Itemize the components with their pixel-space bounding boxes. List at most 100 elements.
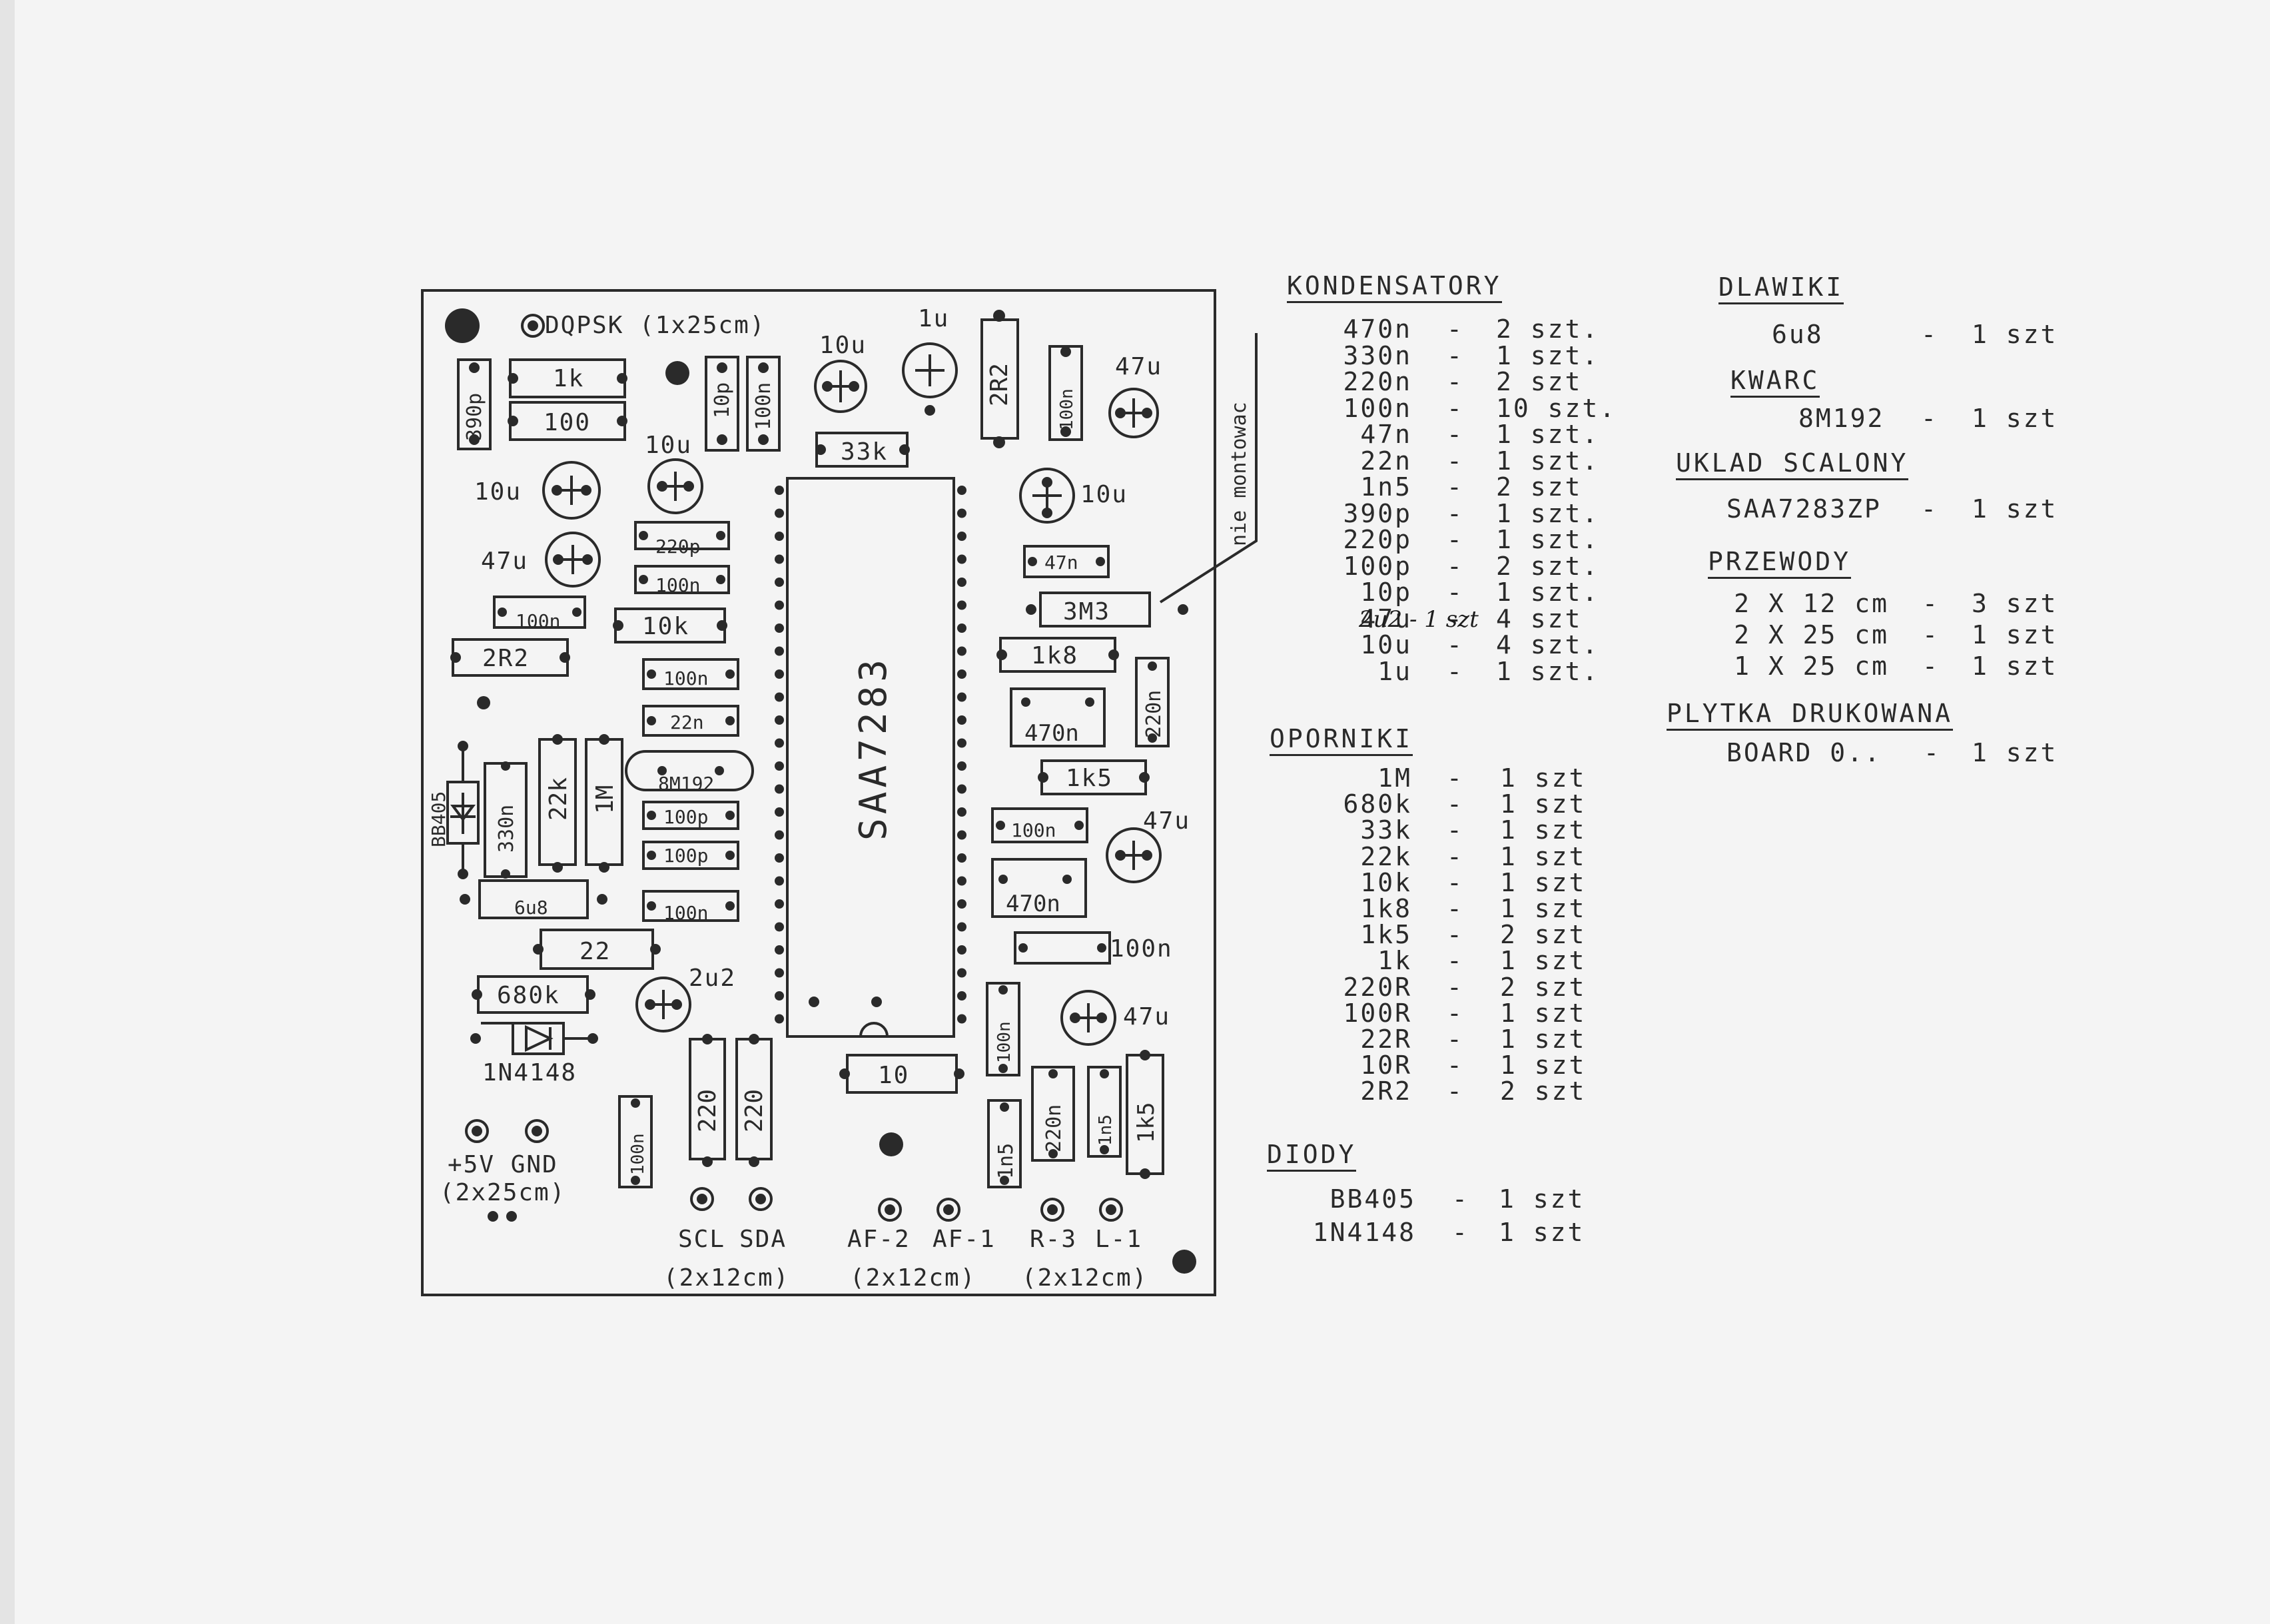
ic-pin	[957, 669, 966, 679]
dlawiki-row: 6u8 - 1 szt	[1772, 320, 2058, 349]
ic-pin	[957, 508, 966, 518]
label-100: 100	[544, 409, 591, 436]
cap-22n	[642, 705, 739, 737]
cap-100n	[642, 890, 739, 922]
cap-470n	[991, 858, 1087, 918]
diode-1n4148	[512, 1022, 565, 1055]
part-quantity: 2 szt	[1500, 920, 1587, 950]
label-100p-a: 100p	[663, 806, 708, 828]
ic-pin	[957, 761, 966, 771]
cap-100n	[642, 658, 739, 690]
label-33k: 33k	[841, 438, 888, 466]
dash: -	[1447, 998, 1464, 1028]
handwritten-2u2-note: 2u2 - 1 szt	[1359, 606, 1479, 633]
label-2R2-v: 2R2	[986, 363, 1013, 406]
cap-220n	[1135, 657, 1170, 747]
label-1n5-b: 1n5	[1096, 1114, 1116, 1146]
oporniki-row: 10k-1 szt	[1306, 869, 1673, 896]
ic-pin	[775, 532, 784, 541]
ic-pin	[957, 715, 966, 725]
part-value: 1n5	[1360, 472, 1412, 502]
part-value: 2 X 12 cm	[1734, 589, 1889, 618]
dash: -	[1447, 630, 1464, 659]
ic-pin	[957, 968, 966, 978]
part-quantity: 3 szt	[1972, 589, 2058, 618]
dash: -	[1447, 525, 1464, 554]
part-quantity: 1 szt	[1500, 894, 1587, 923]
dash: -	[1447, 498, 1464, 528]
inductor-6u8	[478, 879, 589, 919]
pcb-outline	[421, 289, 1216, 1296]
label-2u2: 2u2	[689, 965, 736, 992]
cap-100n	[991, 807, 1088, 843]
part-value: 220R	[1343, 972, 1412, 1002]
label-scl: SCL	[678, 1226, 725, 1253]
label-pwr: +5V GND	[448, 1151, 558, 1178]
kondensatory-row: 330n-1 szt.	[1306, 342, 1669, 369]
electrolytic-cap-10u	[542, 461, 601, 520]
resistor-3M3	[1039, 592, 1151, 627]
label-1n5-a: 1n5	[994, 1143, 1018, 1179]
ic-pin	[957, 486, 966, 495]
dash: -	[1452, 1218, 1469, 1247]
part-value: 680k	[1343, 789, 1412, 819]
dash: -	[1447, 340, 1464, 370]
label-10u-l: 10u	[474, 478, 522, 506]
label-100n-d: 100n	[516, 610, 560, 632]
label-pwr-len: (2x25cm)	[440, 1179, 566, 1206]
oporniki-title: OPORNIKI	[1270, 726, 1413, 756]
kwarc-row: 8M192 - 1 szt	[1798, 404, 2058, 433]
part-quantity: 1 szt	[1500, 946, 1587, 976]
label-220-a: 220	[694, 1089, 721, 1132]
part-value: 220n	[1343, 367, 1412, 396]
part-value: 1k	[1377, 946, 1412, 976]
przewody-title: PRZEWODY	[1708, 549, 1852, 579]
part-value: 390p	[1343, 498, 1412, 528]
kondensatory-title: KONDENSATORY	[1287, 273, 1502, 303]
label-22: 22	[579, 938, 611, 965]
dash: -	[1447, 920, 1464, 950]
dash: -	[1922, 651, 1940, 681]
cap-10p	[705, 356, 739, 452]
dash: -	[1447, 841, 1464, 871]
part-quantity: 1 szt	[1500, 998, 1587, 1028]
label-1k5: 1k5	[1066, 765, 1113, 792]
label-8m192: 8M192	[658, 773, 714, 795]
part-value: 1k8	[1360, 894, 1412, 923]
diody-row: BB405-1 szt	[1252, 1186, 1672, 1212]
label-dqpsk: DQPSK (1x25cm)	[545, 312, 765, 339]
dash: -	[1447, 815, 1464, 845]
ic-pin	[957, 830, 966, 840]
label-47u-b: 47u	[1123, 1003, 1170, 1030]
part-quantity: 1 szt	[1500, 867, 1587, 897]
label-nie-montowac: nie montowac	[1228, 402, 1251, 546]
label-10u-r: 10u	[1080, 481, 1128, 508]
part-value: 22n	[1360, 446, 1412, 476]
part-quantity: 1 szt	[1500, 1024, 1587, 1054]
oporniki-row: 22k-1 szt	[1306, 843, 1673, 870]
ic-pin	[957, 899, 966, 909]
electrolytic-cap-10u	[647, 458, 703, 514]
dash: -	[1447, 972, 1464, 1002]
label-220-b: 220	[741, 1089, 768, 1132]
label-100n-h: 100n	[1110, 935, 1173, 963]
part-value: 33k	[1360, 815, 1412, 845]
dash: -	[1447, 867, 1464, 897]
ic-pin	[775, 692, 784, 702]
ic-pin	[775, 807, 784, 817]
part-quantity: 1 szt	[1500, 1050, 1587, 1080]
kondensatory-row: 100n-10 szt.	[1306, 395, 1669, 422]
label-len1: (2x12cm)	[663, 1264, 789, 1292]
ic-pin	[775, 578, 784, 587]
ic-pin	[957, 646, 966, 656]
part-value: 22k	[1360, 841, 1412, 871]
label-r3: R-3	[1030, 1226, 1077, 1253]
label-47u-tr: 47u	[1115, 353, 1162, 380]
kondensatory-row: 10p-1 szt.	[1306, 579, 1669, 606]
label-100n-f: 100n	[1011, 819, 1056, 841]
label-10u-m: 10u	[645, 432, 692, 459]
part-value: 220p	[1343, 525, 1412, 554]
label-1M: 1M	[591, 785, 619, 814]
ic-pin	[775, 899, 784, 909]
part-quantity: 1 szt.	[1496, 656, 1600, 686]
